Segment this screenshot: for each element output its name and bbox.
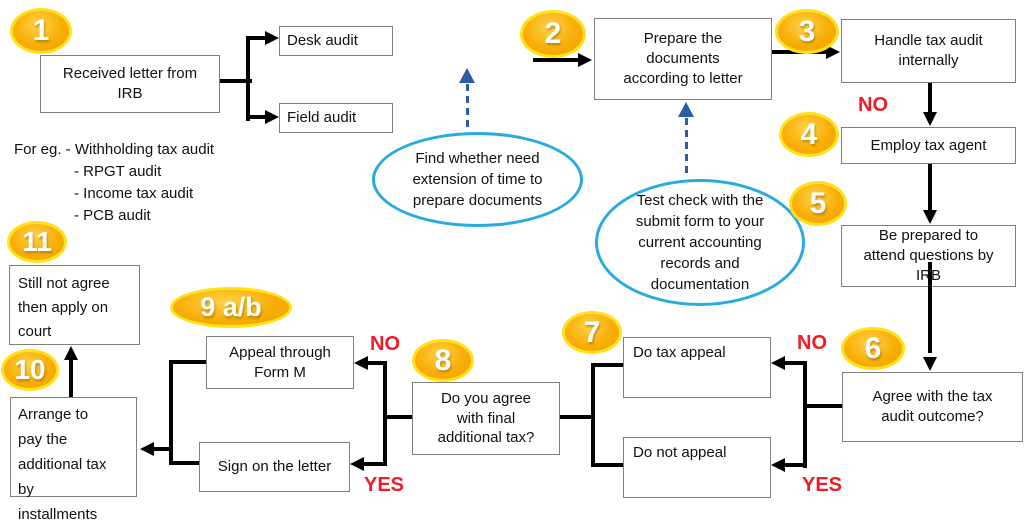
step7-do-tax-appeal-box: Do tax appeal — [623, 337, 771, 398]
step-badge-4: 4 — [779, 112, 839, 157]
dashed-connector-line — [466, 84, 469, 132]
connector-line — [928, 262, 932, 353]
connector-line — [171, 360, 206, 364]
connector-line — [171, 461, 199, 465]
arrowhead-left-icon — [771, 356, 785, 370]
step-badge-6: 6 — [841, 327, 905, 370]
step3-handle-internally-box: Handle tax audit internally — [841, 19, 1016, 83]
connector-line — [220, 79, 252, 83]
extension-of-time-callout: Find whether need extension of time to p… — [372, 132, 583, 227]
step-badge-10: 10 — [1, 349, 59, 391]
desk-audit-box: Desk audit — [279, 26, 393, 56]
connector-line — [784, 361, 805, 365]
connector-line — [928, 164, 932, 211]
step-badge-5: 5 — [789, 181, 847, 226]
arrowhead-left-icon — [350, 457, 364, 471]
connector-line — [383, 361, 387, 466]
step-badge-1: 1 — [10, 8, 72, 54]
arrowhead-down-icon — [923, 210, 937, 224]
step-badge-7: 7 — [562, 311, 622, 354]
step-badge-8: 8 — [412, 339, 474, 382]
step4-employ-tax-agent-box: Employ tax agent — [841, 127, 1016, 164]
step-badge-9ab: 9 a/b — [170, 287, 292, 328]
for-eg-item: - Income tax audit — [74, 185, 194, 202]
step-badge-3: 3 — [775, 9, 839, 54]
step11-apply-court-box: Still not agree then apply on court — [9, 265, 140, 345]
arrowhead-right-icon — [265, 31, 279, 45]
step9-appeal-form-m-box: Appeal through Form M — [206, 336, 354, 389]
connector-line — [364, 462, 385, 466]
dashed-arrowhead-up-icon — [678, 102, 694, 117]
connector-line — [169, 360, 173, 465]
arrowhead-right-icon — [265, 110, 279, 124]
step2-prepare-documents-box: Prepare the documents according to lette… — [594, 18, 772, 100]
connector-line — [560, 415, 593, 419]
connector-line — [248, 115, 266, 119]
arrowhead-right-icon — [578, 53, 592, 67]
connector-line — [383, 415, 412, 419]
connector-line — [246, 36, 250, 121]
no-label-step3: NO — [858, 94, 888, 116]
step8-agree-final-tax-box: Do you agree with final additional tax? — [412, 382, 560, 455]
yes-label-step6: YES — [802, 474, 843, 496]
arrowhead-down-icon — [923, 357, 937, 371]
connector-line — [591, 363, 595, 467]
connector-line — [533, 58, 579, 62]
field-audit-box: Field audit — [279, 103, 393, 133]
arrowhead-down-icon — [923, 112, 937, 126]
arrowhead-left-icon — [771, 458, 785, 472]
arrowhead-left-icon — [140, 442, 154, 456]
connector-line — [593, 463, 623, 467]
step-badge-2: 2 — [520, 10, 586, 58]
no-label-step6: NO — [797, 332, 827, 354]
dashed-arrowhead-up-icon — [459, 68, 475, 83]
step-badge-11: 11 — [7, 221, 67, 263]
connector-line — [248, 36, 266, 40]
connector-line — [152, 447, 171, 451]
connector-line — [805, 404, 842, 408]
connector-line — [784, 463, 805, 467]
connector-line — [593, 363, 623, 367]
for-eg-intro: For eg. - Withholding tax audit — [14, 141, 215, 158]
for-eg-item: - RPGT audit — [74, 163, 162, 180]
for-eg-item: - PCB audit — [74, 207, 151, 224]
arrowhead-right-icon — [826, 45, 840, 59]
connector-line — [366, 361, 385, 365]
step10-arrange-pay-box: Arrange to pay the additional tax by ins… — [10, 397, 137, 523]
arrowhead-up-icon — [64, 346, 78, 360]
step1-received-letter-box: Received letter from IRB — [40, 55, 220, 113]
dashed-connector-line — [685, 118, 688, 178]
no-label-step8: NO — [370, 333, 400, 355]
step9-sign-letter-box: Sign on the letter — [199, 442, 350, 492]
connector-line — [803, 361, 807, 468]
step6-agree-outcome-box: Agree with the tax audit outcome? — [842, 372, 1023, 442]
yes-label-step8: YES — [364, 474, 405, 496]
connector-line — [69, 359, 73, 397]
step7-do-not-appeal-box: Do not appeal — [623, 437, 771, 498]
for-eg-note: For eg. - Withholding tax audit - RPGT a… — [14, 139, 214, 227]
step5-be-prepared-box: Be prepared to attend questions by IRB — [841, 225, 1016, 287]
test-check-callout: Test check with the submit form to your … — [595, 179, 805, 306]
connector-line — [928, 83, 932, 113]
arrowhead-left-icon — [354, 356, 368, 370]
